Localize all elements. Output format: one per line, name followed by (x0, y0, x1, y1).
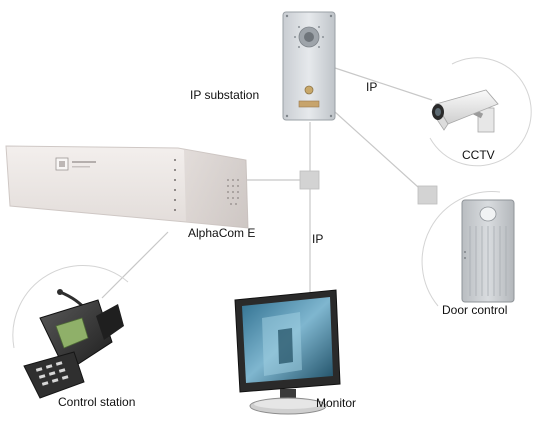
link-alphacom-control (101, 231, 169, 299)
label-alphacom: AlphaCom E (188, 226, 256, 240)
connection-lines (101, 67, 433, 299)
monitor-device (234, 289, 341, 415)
control-station-device (23, 289, 124, 399)
label-door-control: Door control (442, 303, 508, 317)
circle-backgrounds (12, 57, 532, 349)
link-substation-cctv (334, 67, 433, 101)
ip-substation-device (282, 11, 336, 121)
link-substation-door (334, 111, 429, 197)
label-ip-cctv-link: IP (366, 80, 378, 94)
cctv-circle (429, 57, 532, 167)
alphacom-device (5, 145, 249, 229)
cctv-camera (431, 89, 499, 133)
label-ip-monitor-link: IP (312, 232, 324, 246)
label-cctv: CCTV (462, 148, 495, 162)
hub-node-center (299, 170, 320, 190)
control-circle (12, 265, 129, 349)
door-control-device (461, 199, 515, 303)
door-circle (421, 191, 501, 307)
label-control-station: Control station (58, 395, 136, 409)
hub-node-door (417, 185, 438, 205)
label-monitor: Monitor (316, 396, 357, 410)
label-ip-substation: IP substation (190, 88, 260, 102)
